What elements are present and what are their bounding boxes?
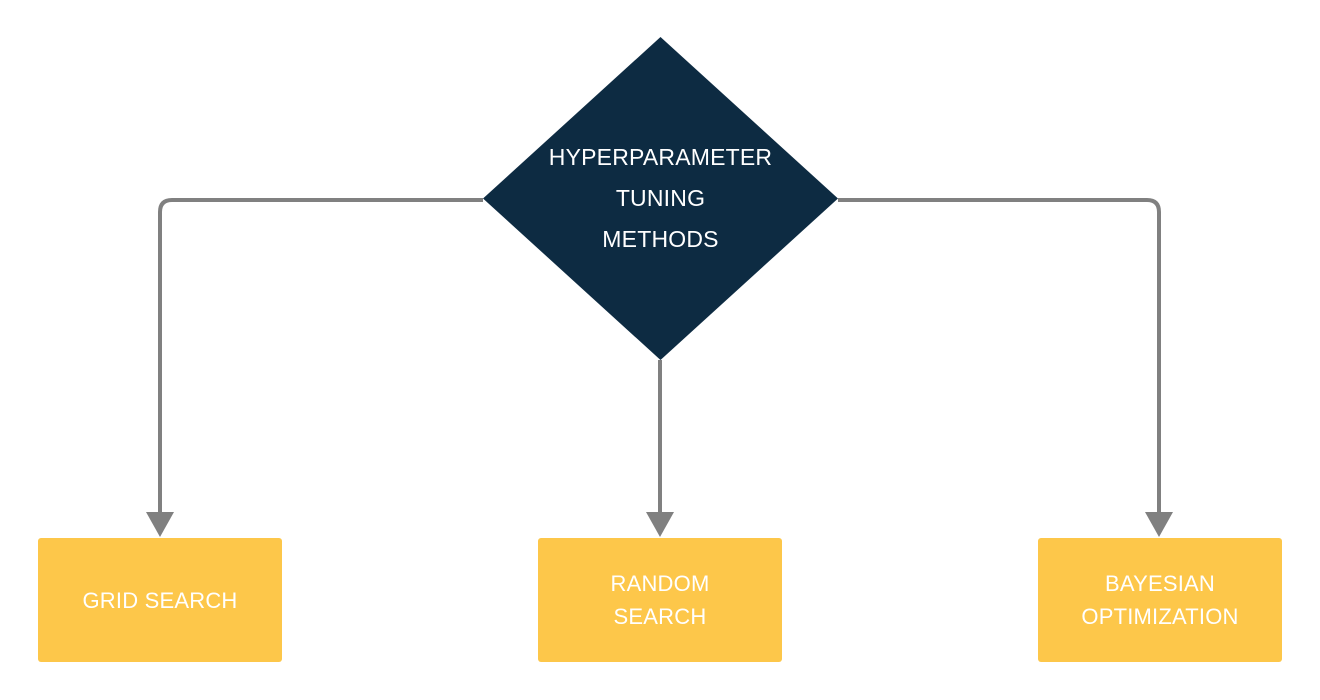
edge-root-to-grid-search	[158, 198, 483, 512]
arrowhead-random-search	[646, 512, 674, 537]
node-label-bayesian-optimization: BAYESIAN OPTIMIZATION	[1081, 571, 1239, 629]
edge-root-to-bayesian-optimization	[838, 198, 1161, 512]
node-random-search[interactable]: RANDOM SEARCH	[538, 538, 782, 662]
node-label-hyperparameter-tuning-methods: HYPERPARAMETER TUNING METHODS	[548, 144, 773, 252]
arrowhead-grid-search	[146, 512, 174, 537]
node-label-random-search: RANDOM SEARCH	[610, 571, 710, 629]
node-bayesian-optimization[interactable]: BAYESIAN OPTIMIZATION	[1038, 538, 1282, 662]
node-label-grid-search: GRID SEARCH	[82, 587, 238, 613]
node-grid-search[interactable]: GRID SEARCH	[38, 538, 282, 662]
arrowhead-bayesian-optimization	[1145, 512, 1173, 537]
